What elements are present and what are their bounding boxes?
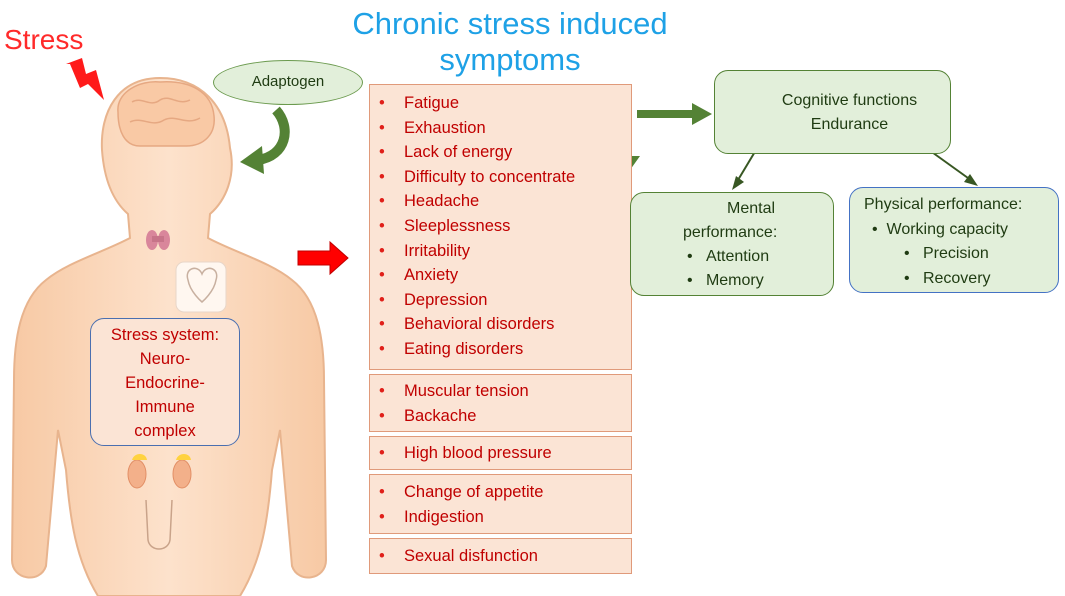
adaptogen-curved-arrow-icon — [240, 110, 285, 174]
physical-item: • Working capacity — [864, 218, 1058, 243]
symptom-box-1: Fatigue Exhaustion Lack of energy Diffic… — [369, 84, 632, 370]
recovery-label: Recovery — [923, 270, 991, 287]
symptom-item: Anxiety — [370, 263, 631, 288]
physical-performance-box: Physical performance: • Working capacity… — [849, 187, 1059, 293]
symptom-box-5: Sexual disfunction — [369, 538, 632, 574]
endurance-label: Endurance — [749, 113, 950, 137]
symptom-box-4: Change of appetite Indigestion — [369, 474, 632, 534]
symptom-box-2: Muscular tension Backache — [369, 374, 632, 432]
symptom-item: Irritability — [370, 239, 631, 264]
mental-item: • Attention — [683, 245, 833, 269]
physical-item: • Recovery — [864, 267, 1058, 292]
working-capacity-label: Working capacity — [887, 221, 1009, 238]
stress-system-line: complex — [91, 419, 239, 443]
diagram-title: Chronic stress induced symptoms — [300, 6, 720, 78]
title-line-1: Chronic stress induced — [300, 6, 720, 42]
stress-label: Stress — [4, 24, 83, 56]
symptom-item: Behavioral disorders — [370, 312, 631, 337]
brain-icon — [118, 82, 214, 146]
cognitive-box: Cognitive functions Endurance — [714, 70, 951, 154]
physical-item: • Precision — [864, 242, 1058, 267]
cognitive-functions-label: Cognitive functions — [749, 89, 950, 113]
stress-system-line: Stress system: — [91, 323, 239, 347]
attention-label: Attention — [706, 248, 769, 265]
mental-title: Mental — [683, 197, 833, 221]
mental-performance-box: Mental performance: • Attention • Memory — [630, 192, 834, 296]
symptom-item: Backache — [370, 404, 631, 429]
right-arrow-icon — [637, 103, 712, 125]
stress-system-line: Immune — [91, 395, 239, 419]
symptom-item: Sexual disfunction — [370, 544, 631, 569]
symptom-item: Lack of energy — [370, 140, 631, 165]
symptom-item: Depression — [370, 288, 631, 313]
symptom-item: Sleeplessness — [370, 214, 631, 239]
symptom-item: High blood pressure — [370, 441, 631, 466]
symptom-item: Exhaustion — [370, 116, 631, 141]
heart-icon — [176, 262, 226, 312]
symptom-item: Indigestion — [370, 505, 631, 530]
stress-system-line: Endocrine- — [91, 371, 239, 395]
stress-system-line: Neuro- — [91, 347, 239, 371]
mental-item: • Memory — [683, 269, 833, 293]
symptom-item: Muscular tension — [370, 379, 631, 404]
lightning-bolt-icon — [66, 58, 104, 100]
symptom-item: Eating disorders — [370, 337, 631, 362]
title-line-2: symptoms — [300, 42, 720, 78]
symptom-box-3: High blood pressure — [369, 436, 632, 470]
symptom-item: Change of appetite — [370, 480, 631, 505]
symptom-item: Fatigue — [370, 91, 631, 116]
symptom-item: Difficulty to concentrate — [370, 165, 631, 190]
stress-system-box: Stress system: Neuro- Endocrine- Immune … — [90, 318, 240, 446]
mental-title: performance: — [683, 221, 833, 245]
symptom-item: Headache — [370, 189, 631, 214]
adaptogen-ellipse: Adaptogen — [213, 60, 363, 105]
precision-label: Precision — [923, 245, 989, 262]
memory-label: Memory — [706, 272, 764, 289]
physical-title: Physical performance: — [864, 193, 1058, 218]
red-arrow-icon — [298, 242, 348, 274]
